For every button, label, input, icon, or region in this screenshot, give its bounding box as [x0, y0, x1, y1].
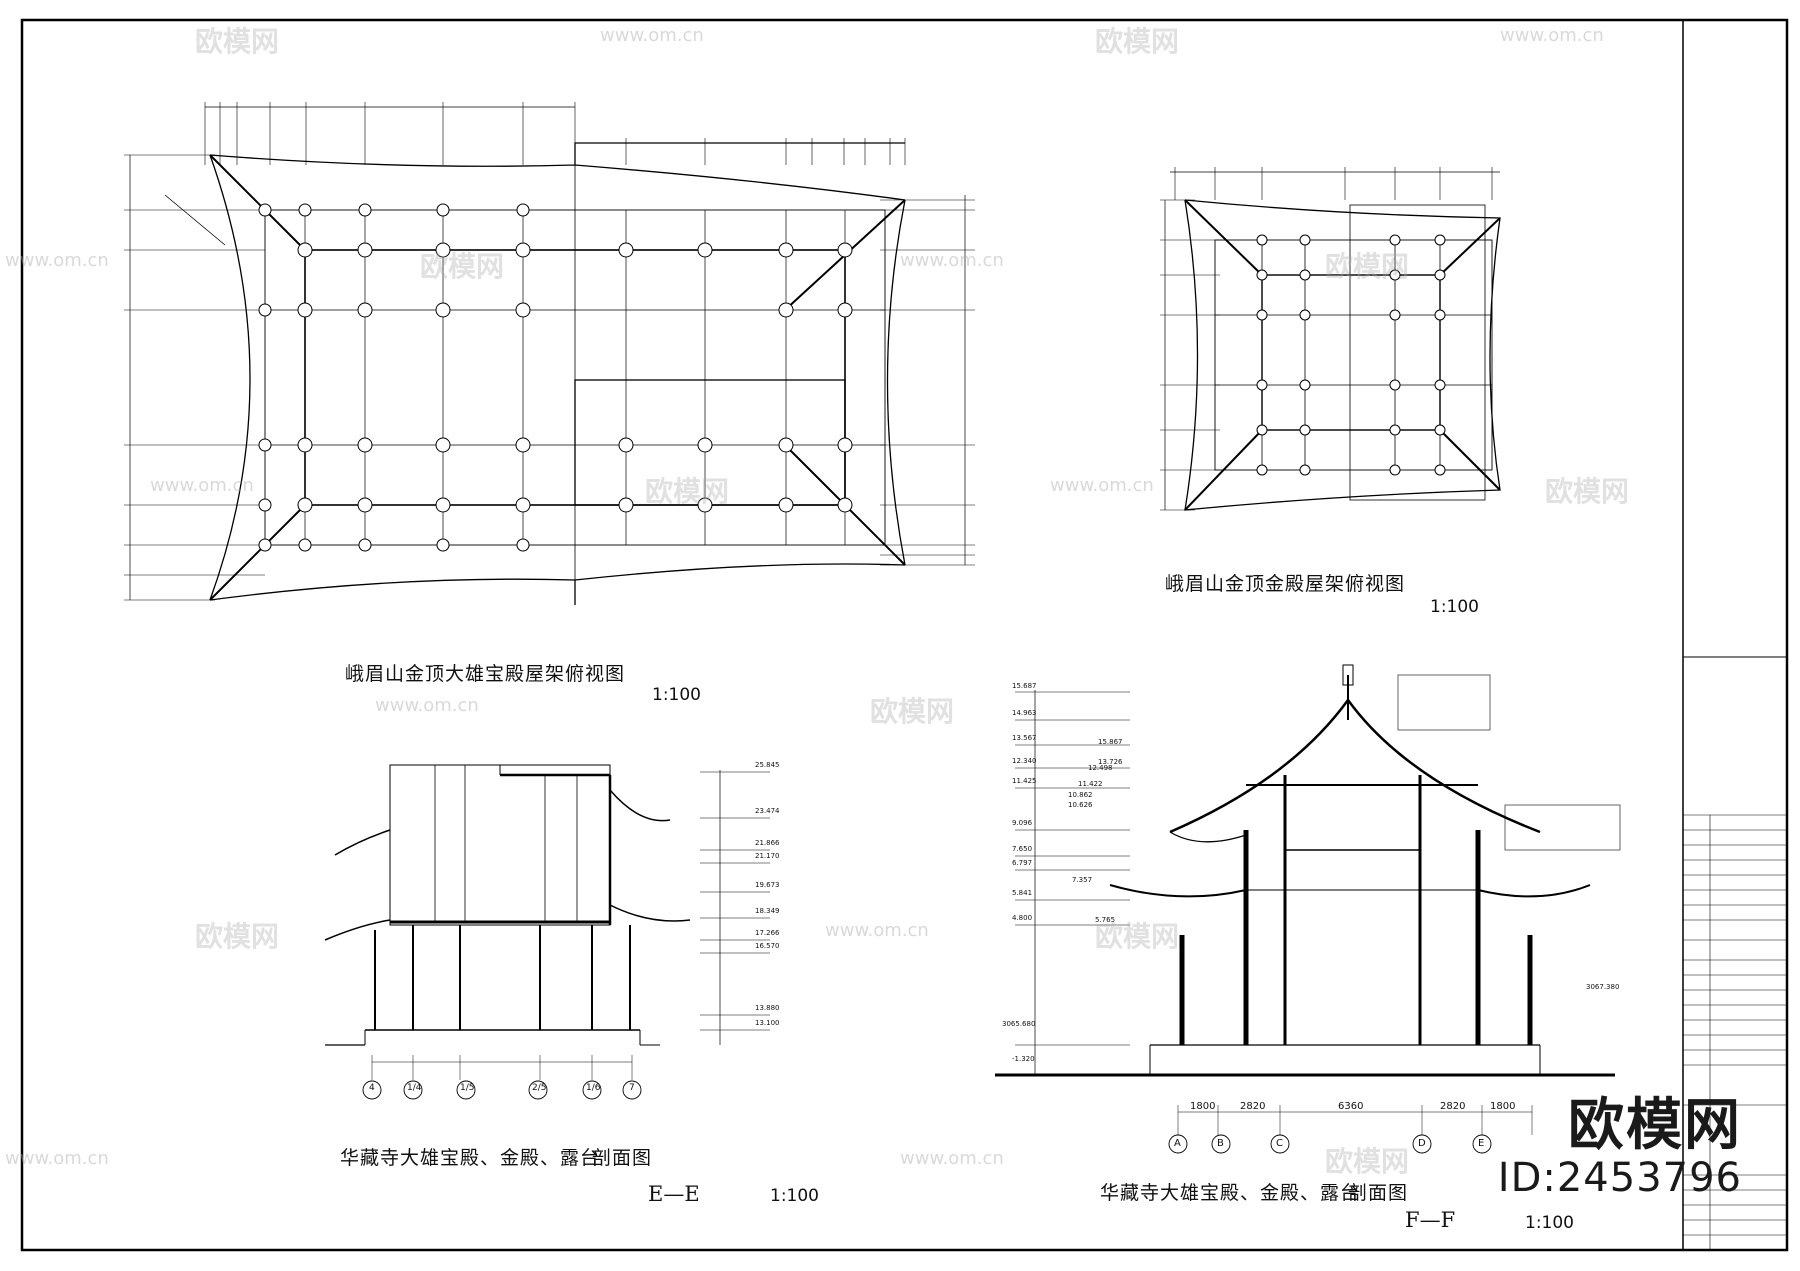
section-e-elevation: 23.474: [755, 807, 780, 815]
plan2-title: 峨眉山金顶金殿屋架俯视图: [1165, 573, 1406, 595]
section-f-elevation: 9.096: [1012, 819, 1033, 827]
section-e-elevation: 16.570: [755, 942, 780, 950]
section-f-elevation: 13.567: [1012, 734, 1037, 742]
watermark-url: www.om.cn: [1050, 475, 1154, 496]
watermark-url: www.om.cn: [1500, 25, 1604, 46]
section-e-axis: 1/4: [407, 1083, 422, 1093]
watermark-url: www.om.cn: [150, 475, 254, 496]
section-f-axis: A: [1174, 1138, 1181, 1149]
section-f-scale: 1:100: [1525, 1213, 1574, 1233]
section-e-axis: 1/5: [460, 1083, 475, 1093]
watermark-url: www.om.cn: [825, 920, 929, 941]
section-f-elevation: 4.800: [1012, 914, 1033, 922]
section-f-type: 剖面图: [1348, 1182, 1409, 1204]
section-e-elevation: 19.673: [755, 881, 780, 889]
watermark-logo: 欧模网: [420, 250, 505, 283]
watermark-logo: 欧模网: [1095, 920, 1180, 953]
watermark-logo: 欧模网: [1325, 1145, 1410, 1178]
section-f-dim: 6360: [1338, 1101, 1364, 1112]
watermark-url: www.om.cn: [5, 1148, 109, 1169]
section-e-axis: 7: [629, 1083, 635, 1093]
brand-logo: 欧模网: [1568, 1093, 1742, 1158]
section-e-axis: 4: [369, 1083, 375, 1093]
section-e-elevation: 13.880: [755, 1004, 780, 1012]
section-f-elevation: -1.320: [1012, 1055, 1035, 1063]
section-f-elevation: 12.340: [1012, 757, 1037, 765]
watermark-url: www.om.cn: [5, 250, 109, 271]
section-e-axis: 1/6: [586, 1083, 601, 1093]
section-e-mark: E—E: [648, 1182, 700, 1206]
watermark-url: www.om.cn: [375, 695, 479, 716]
brand-id: ID:2453796: [1497, 1155, 1742, 1201]
section-f-dim: 2820: [1440, 1101, 1466, 1112]
section-e-drawing: [324, 764, 770, 1100]
section-f-elevation: 15.687: [1012, 682, 1037, 690]
watermark-logo: 欧模网: [870, 695, 955, 728]
section-f-elevation: 11.425: [1012, 777, 1037, 785]
plan2-drawing: [1160, 167, 1501, 511]
section-f-drawing: [995, 664, 1621, 1154]
plan2-scale: 1:100: [1430, 597, 1479, 617]
section-f-dim: 2820: [1240, 1101, 1266, 1112]
section-f-inner-elevation: 3067.380: [1586, 983, 1620, 991]
section-e-scale: 1:100: [770, 1186, 819, 1206]
watermark-logo: 欧模网: [195, 920, 280, 953]
watermark-logo: 欧模网: [195, 25, 280, 58]
watermark-logo: 欧模网: [1095, 25, 1180, 58]
section-e-axis: 2/5: [532, 1083, 547, 1093]
section-f-inner-elevation: 15.867: [1098, 738, 1123, 746]
watermark-url: www.om.cn: [600, 25, 704, 46]
section-f-inner-elevation: 12.498: [1088, 764, 1113, 772]
section-f-inner-elevation: 5.765: [1095, 916, 1116, 924]
section-f-dim: 1800: [1190, 1101, 1216, 1112]
section-f-axis: D: [1418, 1138, 1426, 1149]
section-e-elevation: 25.845: [755, 761, 780, 769]
section-f-inner-elevation: 11.422: [1078, 780, 1103, 788]
section-e-elevation: 21.170: [755, 852, 780, 860]
section-e-elevation: 17.266: [755, 929, 780, 937]
plan1-drawing: [124, 102, 975, 605]
section-e-elevation: 13.100: [755, 1019, 780, 1027]
section-f-dim: 1800: [1490, 1101, 1516, 1112]
section-f-mark: F—F: [1405, 1208, 1456, 1232]
section-f-axis: E: [1478, 1138, 1485, 1149]
watermark-url: www.om.cn: [900, 1148, 1004, 1169]
section-f-elevation: 7.650: [1012, 845, 1033, 853]
watermark-url: www.om.cn: [900, 250, 1004, 271]
section-f-elevation: 3065.680: [1002, 1020, 1036, 1028]
sheet-frame: [20, 18, 1789, 1252]
section-f-inner-elevation: 10.626: [1068, 801, 1093, 809]
plan1-title: 峨眉山金顶大雄宝殿屋架俯视图: [345, 663, 626, 685]
section-f-elevation: 6.797: [1012, 859, 1033, 867]
section-e-title: 华藏寺大雄宝殿、金殿、露台: [340, 1147, 601, 1169]
section-f-elevation: 14.963: [1012, 709, 1037, 717]
section-f-axis: B: [1217, 1138, 1224, 1149]
watermark-logo: 欧模网: [1325, 250, 1410, 283]
section-f-elevation: 5.841: [1012, 889, 1033, 897]
section-e-elevation: 18.349: [755, 907, 780, 915]
section-f-inner-elevation: 10.862: [1068, 791, 1093, 799]
section-e-elevation: 21.866: [755, 839, 780, 847]
section-e-type: 剖面图: [592, 1147, 653, 1169]
plan1-scale: 1:100: [652, 685, 701, 705]
watermark-logo: 欧模网: [1545, 475, 1630, 508]
section-f-inner-elevation: 13.726: [1098, 758, 1123, 766]
section-f-axis: C: [1276, 1138, 1283, 1149]
watermark-logo: 欧模网: [645, 475, 730, 508]
section-f-inner-elevation: 7.357: [1072, 876, 1093, 884]
section-f-title: 华藏寺大雄宝殿、金殿、露台: [1100, 1182, 1361, 1204]
